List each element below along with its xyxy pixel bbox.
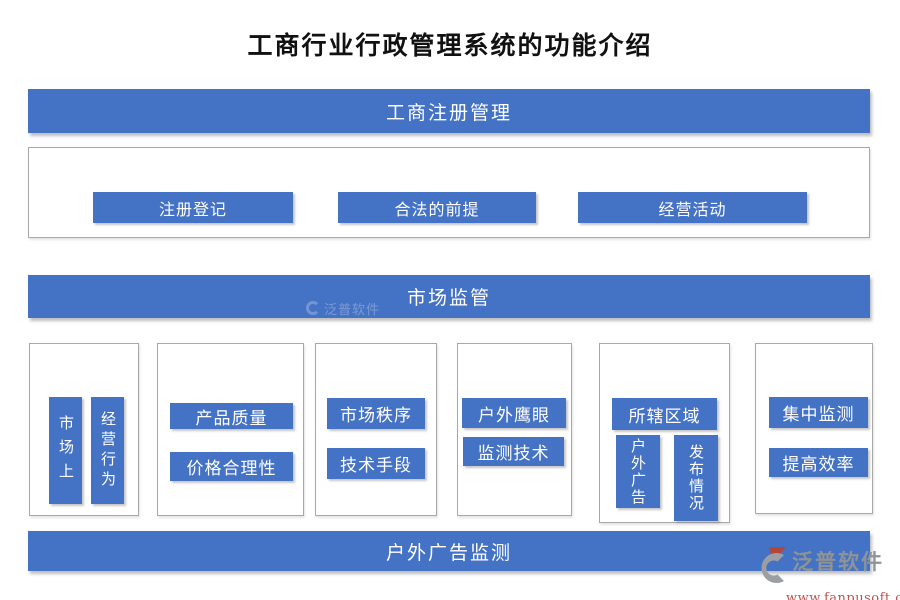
node-outdoor-eagle-eye: 户外鹰眼 [462, 398, 566, 428]
banner-outdoor-ad-monitoring-label: 户外广告监测 [385, 541, 512, 564]
node-technical-means-label: 技术手段 [340, 456, 412, 476]
banner-business-registration-label: 工商注册管理 [385, 101, 512, 124]
watermark-text: 泛普软件 [324, 302, 381, 318]
banner-market-supervision: 市场监管 泛普软件 [28, 275, 870, 318]
node-market-order: 市场秩序 [327, 398, 425, 429]
banner-business-registration: 工商注册管理 [28, 89, 870, 133]
node-monitoring-technology: 监测技术 [463, 437, 564, 466]
node-market-order-label: 市场秩序 [340, 406, 412, 426]
node-improve-efficiency: 提高效率 [769, 448, 868, 477]
page-title: 工商行业行政管理系统的功能介绍 [247, 31, 653, 60]
node-jurisdiction-area: 所辖区域 [612, 398, 717, 430]
node-business-conduct: 经营行为 [91, 397, 124, 504]
fanpu-brand-block: 泛普软件 www.fanpusoft.com [756, 546, 900, 600]
group-box-3 [315, 343, 437, 516]
node-outdoor-eagle-eye-label: 户外鹰眼 [478, 405, 550, 426]
node-jurisdiction-area-label: 所辖区域 [628, 406, 701, 427]
node-price-reasonableness: 价格合理性 [170, 452, 293, 481]
node-on-the-market: 市场上 [49, 397, 82, 504]
fanpu-logo-icon [756, 546, 790, 592]
group-box-2 [157, 343, 304, 516]
node-registration-filing-label: 注册登记 [158, 199, 227, 219]
group-box-4 [457, 343, 572, 516]
node-business-activity-label: 经营活动 [658, 199, 727, 219]
node-price-reasonableness-label: 价格合理性 [186, 459, 277, 479]
node-outdoor-advertising: 户外广告 [616, 435, 660, 508]
node-product-quality-label: 产品质量 [195, 408, 268, 429]
node-release-status: 发布情况 [674, 435, 718, 521]
watermark-logo: 泛普软件 [306, 298, 380, 318]
fanpu-website-link[interactable]: www.fanpusoft.com [786, 591, 900, 600]
banner-outdoor-ad-monitoring: 户外广告监测 [28, 531, 870, 571]
node-legal-premise-label: 合法的前提 [394, 199, 480, 219]
node-business-activity: 经营活动 [578, 192, 807, 223]
node-monitoring-technology-label: 监测技术 [477, 444, 550, 464]
banner-market-supervision-label: 市场监管 [406, 287, 491, 309]
fanpu-logo-text: 泛普软件 [792, 549, 884, 574]
node-registration-filing: 注册登记 [93, 192, 293, 223]
node-improve-efficiency-label: 提高效率 [782, 455, 855, 475]
node-technical-means: 技术手段 [327, 448, 425, 479]
group-box-6 [755, 343, 873, 514]
node-product-quality: 产品质量 [170, 403, 293, 429]
node-centralized-monitoring: 集中监测 [769, 397, 868, 428]
node-centralized-monitoring-label: 集中监测 [782, 405, 855, 425]
node-legal-premise: 合法的前提 [338, 192, 536, 223]
watermark-fanpu-icon [306, 301, 320, 315]
